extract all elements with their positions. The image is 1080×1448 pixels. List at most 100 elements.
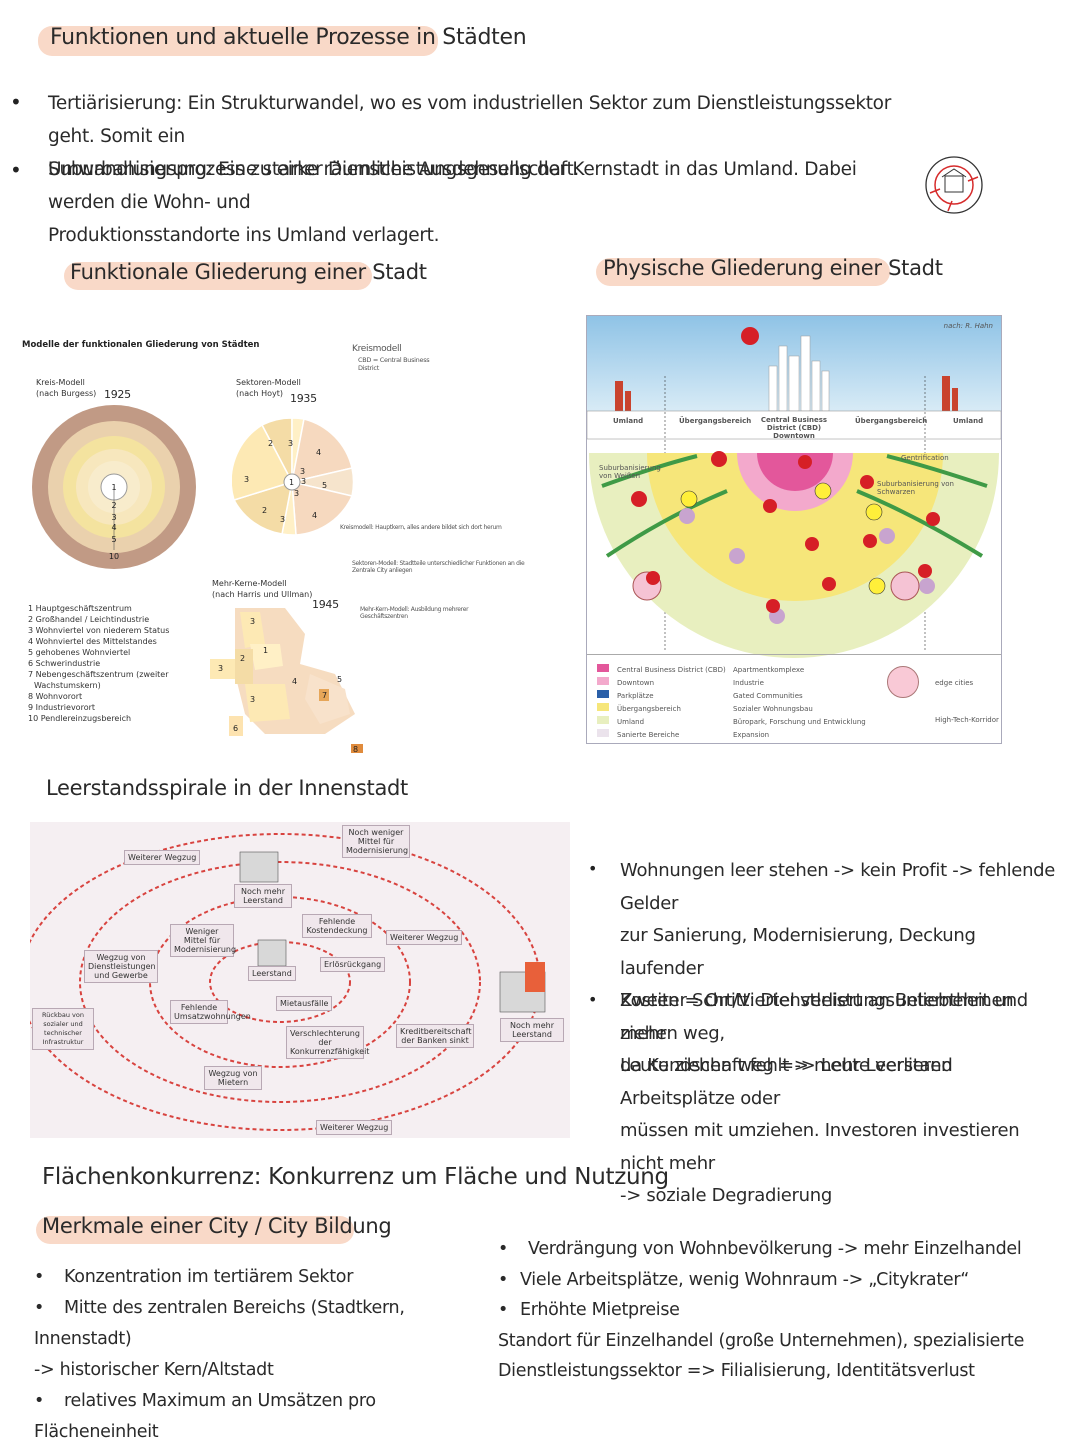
legend-item: Apartmentkomplexe bbox=[733, 666, 805, 674]
list-item: Standort für Einzelhandel (große Unterne… bbox=[498, 1330, 1025, 1351]
spiral-step: Fehlende Kostendeckung bbox=[302, 914, 372, 938]
svg-text:4: 4 bbox=[111, 523, 116, 532]
list-item: •Verdrängung von Wohnbevölkerung -> mehr… bbox=[498, 1239, 1022, 1259]
zone-label: Umland bbox=[613, 417, 644, 425]
spiral-step: Erlösrückgang bbox=[320, 957, 386, 972]
note-line: da Kundschaft fehlt -> Leute verlieren A… bbox=[620, 1055, 953, 1109]
heading-flaechenkonkurrenz: Flächenkonkurrenz: Konkurrenz um Fläche … bbox=[42, 1164, 669, 1190]
functional-legend: 1 Hauptgeschäftszentrum 2 Großhandel / L… bbox=[28, 603, 169, 724]
spiral-step: Fehlende Umsatzwohnungen bbox=[170, 1000, 251, 1024]
svg-text:6: 6 bbox=[233, 724, 238, 733]
note-kreis-2: Kreismodell: Hauptkern, alles andere bil… bbox=[340, 524, 502, 531]
svg-text:3: 3 bbox=[288, 439, 293, 448]
list-item: Dienstleistungssektor => Filialisierung,… bbox=[498, 1361, 975, 1381]
legend-item: Umland bbox=[597, 716, 726, 729]
svg-text:2: 2 bbox=[240, 654, 245, 663]
legend-item: Sanierte Bereiche bbox=[597, 729, 726, 742]
title-highlight bbox=[38, 26, 438, 56]
svg-text:5: 5 bbox=[111, 535, 116, 544]
list-item: -> historischer Kern/Altstadt bbox=[34, 1360, 274, 1380]
definition-suburbanisierung: Suburbanisierung: Eine starke räumliche … bbox=[48, 153, 928, 252]
diagram-label: Suburbanisierung von Schwarzen bbox=[877, 480, 954, 496]
spiral-note-1: Wohnungen leer stehen -> kein Profit -> … bbox=[620, 855, 1060, 1083]
list-item: •Mitte des zentralen Bereichs (Stadtkern… bbox=[34, 1298, 405, 1349]
legend-item: 10 Pendlereinzugsbereich bbox=[28, 714, 132, 723]
spiral-step: Weniger Mittel für Modernisierung bbox=[170, 924, 236, 957]
note-kreis-title: Kreismodell bbox=[352, 344, 402, 354]
model-author: (nach Harris und Ullman) bbox=[212, 590, 313, 599]
diagram-label: Suburbanisierung von Weißen bbox=[599, 464, 661, 480]
legend-item: Expansion bbox=[733, 731, 770, 739]
legend-item: High-Tech-Korridor bbox=[935, 716, 999, 724]
svg-text:4: 4 bbox=[312, 511, 317, 520]
def-line: Tertiärisierung: Ein Strukturwandel, wo … bbox=[48, 93, 892, 147]
list-item: •Viele Arbeitsplätze, wenig Wohnraum -> … bbox=[498, 1269, 970, 1290]
heading-highlight bbox=[36, 1216, 354, 1244]
def-line: Suburbanisierung: Eine starke räumliche … bbox=[48, 159, 857, 213]
svg-text:1: 1 bbox=[111, 483, 116, 492]
legend-item: Wachstumskern) bbox=[34, 681, 101, 690]
city-merkmale-right: •Verdrängung von Wohnbevölkerung -> mehr… bbox=[498, 1234, 1058, 1387]
mehr-label: Mehr-Kerne-Modell (nach Harris und Ullma… bbox=[212, 578, 312, 600]
spiral-step: Noch weniger Mittel für Modernisierung bbox=[342, 825, 410, 858]
source-credit: nach: R. Hahn bbox=[943, 322, 993, 330]
zone-label: Central Business District (CBD) Downtown bbox=[760, 416, 828, 440]
spiral-step: Noch mehr Leerstand bbox=[234, 884, 292, 908]
spiral-step: Weiterer Wegzug bbox=[386, 930, 463, 945]
legend-item: 6 Schwerindustrie bbox=[28, 659, 101, 668]
spiral-step: Verschlechterung der Konkurrenzfähigkeit bbox=[286, 1026, 369, 1059]
diagram-label: Gentrification bbox=[901, 454, 949, 462]
svg-text:1: 1 bbox=[289, 478, 294, 487]
svg-text:3: 3 bbox=[301, 477, 306, 486]
svg-text:3: 3 bbox=[250, 695, 255, 704]
svg-text:2: 2 bbox=[262, 506, 267, 515]
svg-text:1: 1 bbox=[263, 646, 268, 655]
physical-legend-mid: Apartmentkomplexe Industrie Gated Commun… bbox=[733, 664, 866, 742]
svg-text:3: 3 bbox=[244, 475, 249, 484]
legend-item: 4 Wohnviertel des Mittelstandes bbox=[28, 637, 157, 646]
leerstandsspirale-diagram bbox=[30, 833, 546, 1131]
def-line: Produktionsstandorte ins Umland verlager… bbox=[48, 225, 440, 246]
note-mehr: Mehr-Kern-Modell: Ausbildung mehrerer Ge… bbox=[360, 606, 469, 620]
model-name: Sektoren-Modell bbox=[236, 378, 301, 387]
legend-item: 1 Hauptgeschäftszentrum bbox=[28, 604, 132, 613]
sektor-label: Sektoren-Modell (nach Hoyt) bbox=[236, 377, 301, 399]
svg-text:3: 3 bbox=[280, 515, 285, 524]
legend-item: 8 Wohnvorort bbox=[28, 692, 83, 701]
note-line: Kosten = Ort/Viertel verliert an Beliebt… bbox=[620, 990, 1028, 1044]
heading-spiral: Leerstandsspirale in der Innenstadt bbox=[46, 776, 408, 800]
legend-divider bbox=[587, 654, 1001, 655]
bullet: • bbox=[588, 990, 598, 1009]
edge-city-swatch bbox=[887, 666, 919, 698]
spiral-step: Weiterer Wegzug bbox=[316, 1120, 393, 1135]
spiral-step: Mietausfälle bbox=[276, 996, 333, 1011]
zone-label: Umland bbox=[953, 417, 984, 425]
note-line: Zweiter Schritt: Dienstleistungsunterneh… bbox=[620, 990, 1014, 1044]
note-kreis: CBD = Central Business District bbox=[358, 356, 430, 372]
legend-item: 3 Wohnviertel von niederem Status bbox=[28, 626, 170, 635]
list-item: •relatives Maximum an Umsätzen pro Fläch… bbox=[34, 1391, 376, 1442]
svg-text:3: 3 bbox=[218, 664, 223, 673]
legend-item: Parkplätze bbox=[597, 690, 726, 703]
bullet: • bbox=[588, 859, 598, 878]
note-line: müssen mit umziehen. Investoren investie… bbox=[620, 1120, 1020, 1174]
bullet: • bbox=[10, 90, 22, 114]
spiral-step: Kreditbereitschaft der Banken sinkt bbox=[396, 1024, 474, 1048]
legend-item: 2 Großhandel / Leichtindustrie bbox=[28, 615, 150, 624]
note-line: zur Sanierung, Modernisierung, Deckung l… bbox=[620, 925, 976, 979]
legend-item: Sozialer Wohnungsbau bbox=[733, 705, 813, 713]
spiral-step: Weiterer Wegzug bbox=[124, 850, 201, 865]
heading-city-merkmale: Merkmale einer City / City Bildung bbox=[42, 1214, 392, 1238]
year-1925: 1925 bbox=[104, 388, 131, 401]
note-line: Wohnungen leer stehen -> kein Profit -> … bbox=[620, 860, 1056, 914]
spiral-step: Noch mehr Leerstand bbox=[500, 1018, 564, 1042]
spiral-note-2: Zweiter Schritt: Dienstleistungsunterneh… bbox=[620, 985, 1060, 1213]
svg-text:3: 3 bbox=[300, 467, 305, 476]
svg-text:5: 5 bbox=[322, 481, 327, 490]
def-line: Umwandlungsprozess zu einer Dienstleistu… bbox=[48, 159, 580, 180]
legend-item: Industrie bbox=[733, 679, 764, 687]
spiral-figure: Noch weniger Mittel für Modernisierung W… bbox=[30, 822, 570, 1138]
note-sektor: Sektoren-Modell: Stadtteile unterschiedl… bbox=[352, 560, 525, 574]
heading-highlight bbox=[64, 262, 372, 290]
legend-item: Downtown bbox=[597, 677, 726, 690]
